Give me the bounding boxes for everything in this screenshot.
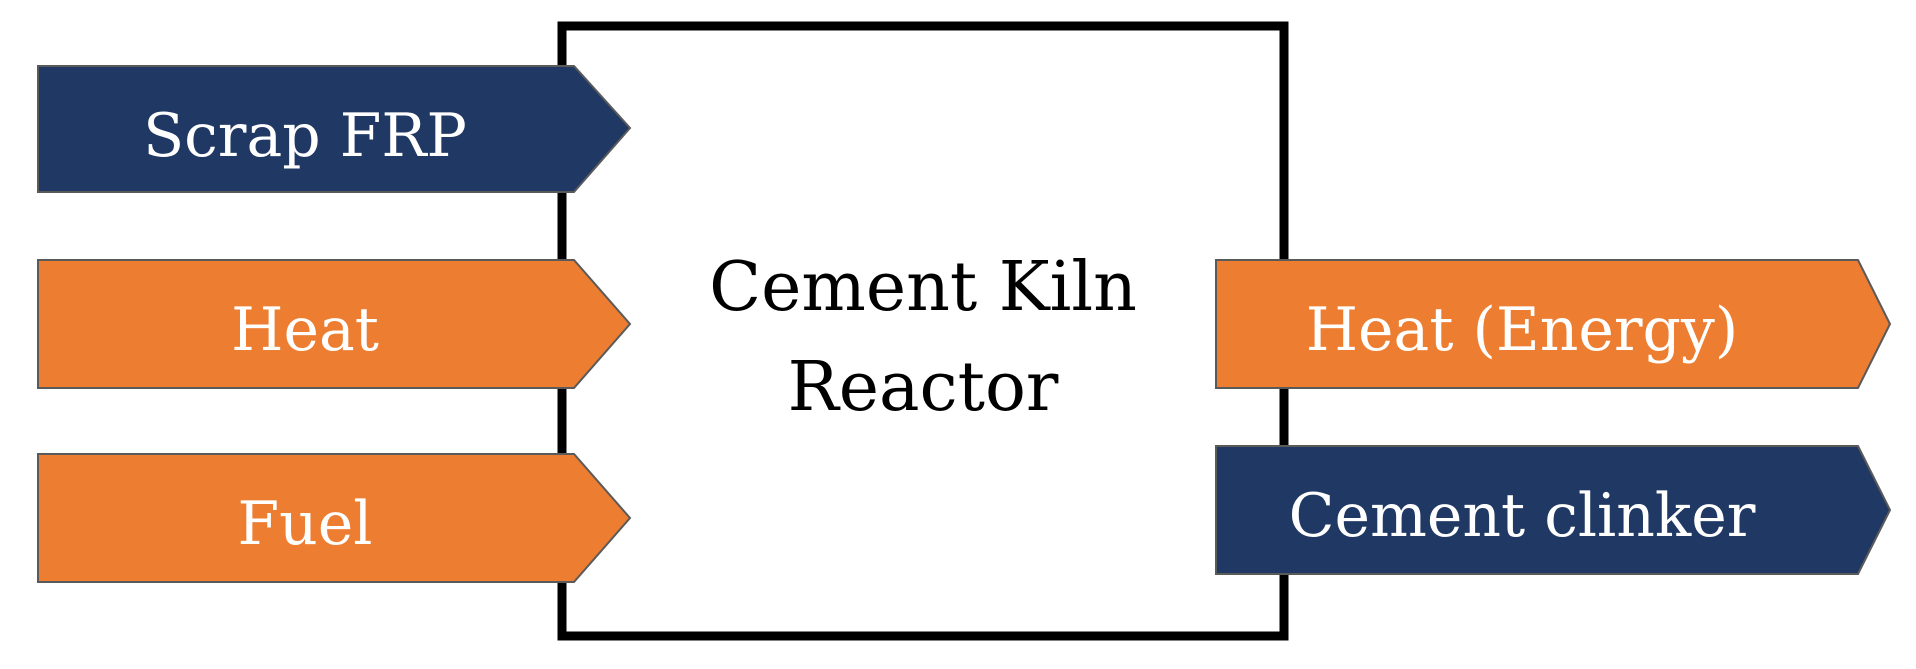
output-arrow-heat-energy-label: Heat (Energy): [1306, 295, 1739, 365]
input-arrow-fuel-shape: [37, 453, 632, 583]
output-arrow-heat-energy: Heat (Energy): [1215, 259, 1892, 389]
input-arrow-heat-label: Heat: [231, 295, 379, 365]
input-arrow-fuel-label: Fuel: [238, 489, 373, 559]
reactor-box: [557, 21, 1289, 641]
reactor-label-line1: Cement Kiln: [709, 248, 1137, 327]
input-arrow-heat-shape: [37, 259, 632, 389]
input-arrow-scrap-frp: Scrap FRP: [37, 65, 632, 193]
input-arrow-fuel: Fuel: [37, 453, 632, 583]
output-arrow-heat-energy-shape: [1215, 259, 1892, 389]
output-arrow-cement-clinker-shape: [1215, 445, 1892, 575]
reactor-label-line2: Reactor: [788, 348, 1059, 427]
input-arrow-scrap-frp-shape: [37, 65, 632, 193]
input-arrow-heat: Heat: [37, 259, 632, 389]
output-arrow-cement-clinker: Cement clinker: [1215, 445, 1892, 575]
output-arrow-cement-clinker-label: Cement clinker: [1289, 481, 1756, 551]
input-arrow-scrap-frp-label: Scrap FRP: [143, 101, 467, 171]
